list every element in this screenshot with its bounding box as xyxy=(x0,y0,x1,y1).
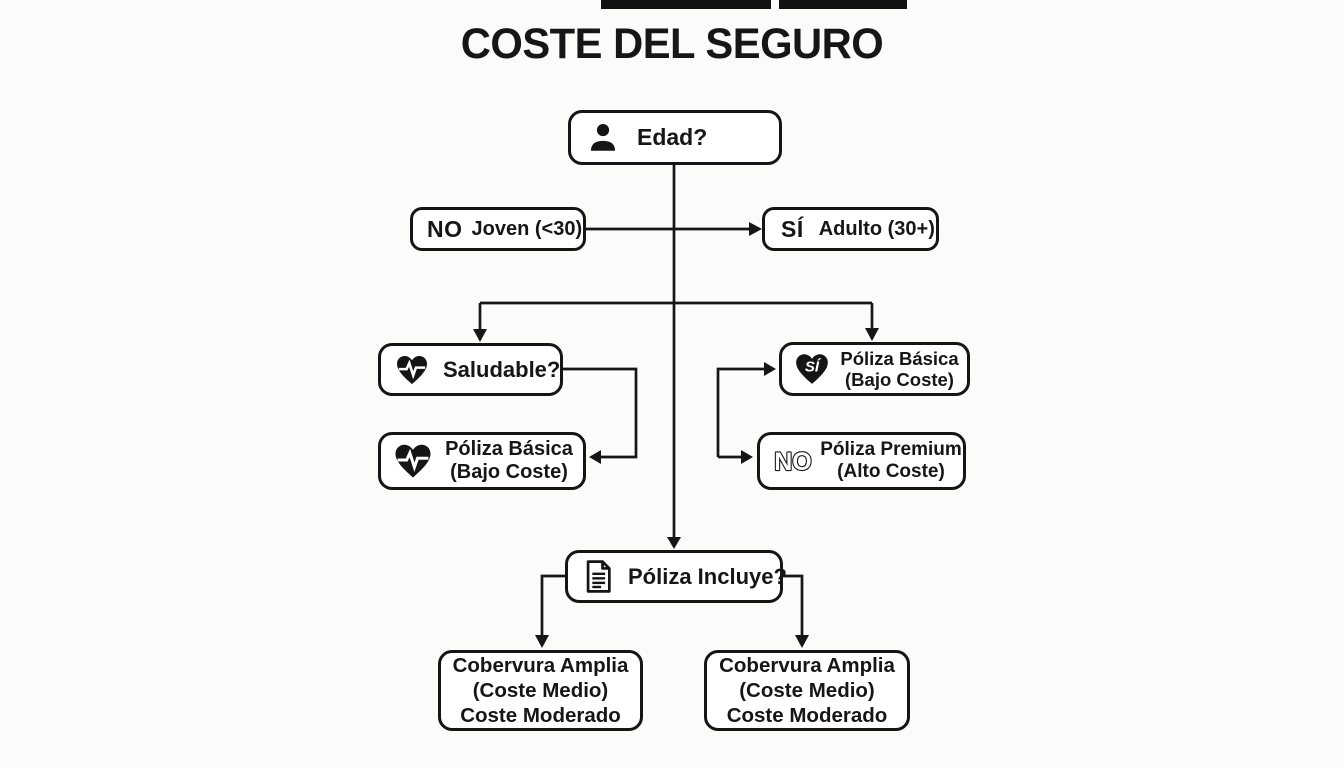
node-adulto: SÍ Adulto (30+) xyxy=(762,207,939,251)
node-edad-label: Edad? xyxy=(637,124,708,150)
node-premium-line1: Póliza Premium xyxy=(820,439,962,461)
node-poliza-premium: NO Póliza Premium (Alto Coste) xyxy=(757,432,966,490)
resultado-izq-line2: (Coste Medio) xyxy=(472,678,609,702)
node-poliza-incluye: Póliza Incluye? xyxy=(565,550,787,603)
document-icon xyxy=(586,560,611,593)
resultado-der-line1: Cobervura Amplia xyxy=(719,653,895,677)
node-poliza-basica-si: SÍ Póliza Básica (Bajo Coste) xyxy=(779,342,970,396)
node-saludable: Saludable? xyxy=(378,343,563,396)
node-basica-left-line1: Póliza Básica xyxy=(445,438,573,460)
node-joven-label: Joven (<30) xyxy=(471,217,583,240)
heart-pulse-icon xyxy=(395,444,431,478)
node-basica-si-line2: (Bajo Coste) xyxy=(845,369,954,390)
top-crop-artifact xyxy=(601,0,771,9)
resultado-der-line3: Coste Moderado xyxy=(726,703,888,727)
resultado-izq-line1: Cobervura Amplia xyxy=(452,653,629,677)
node-saludable-label: Saludable? xyxy=(443,356,561,382)
heart-si-icon: SÍ xyxy=(796,354,828,384)
resultado-der-line2: (Coste Medio) xyxy=(739,678,875,702)
node-edad: Edad? xyxy=(568,110,782,165)
heart-si-badge-text: SÍ xyxy=(805,359,822,376)
person-icon xyxy=(590,123,616,151)
branch-label-si: SÍ xyxy=(781,215,804,242)
node-resultado-derecha: Cobervura Amplia (Coste Medio) Coste Mod… xyxy=(704,650,910,731)
no-outline-badge: NO xyxy=(773,447,813,477)
node-basica-left-line2: (Bajo Coste) xyxy=(450,461,568,483)
node-resultado-izquierda: Cobervura Amplia (Coste Medio) Coste Mod… xyxy=(438,650,643,731)
top-crop-artifact xyxy=(779,0,907,9)
branch-label-no: NO xyxy=(427,215,463,242)
node-poliza-basica-left: Póliza Básica (Bajo Coste) xyxy=(378,432,586,490)
page-title: COSTE DEL SEGURO xyxy=(460,20,884,68)
node-incluye-label: Póliza Incluye? xyxy=(628,563,787,589)
heart-pulse-icon xyxy=(397,355,427,384)
node-basica-si-line1: Póliza Básica xyxy=(840,347,959,369)
no-outline-badge-text: NO xyxy=(774,448,812,476)
node-adulto-label: Adulto (30+) xyxy=(818,217,935,240)
node-joven: NO Joven (<30) xyxy=(410,207,586,251)
resultado-izq-line3: Coste Moderado xyxy=(460,703,621,727)
node-premium-line2: (Alto Coste) xyxy=(837,461,945,482)
